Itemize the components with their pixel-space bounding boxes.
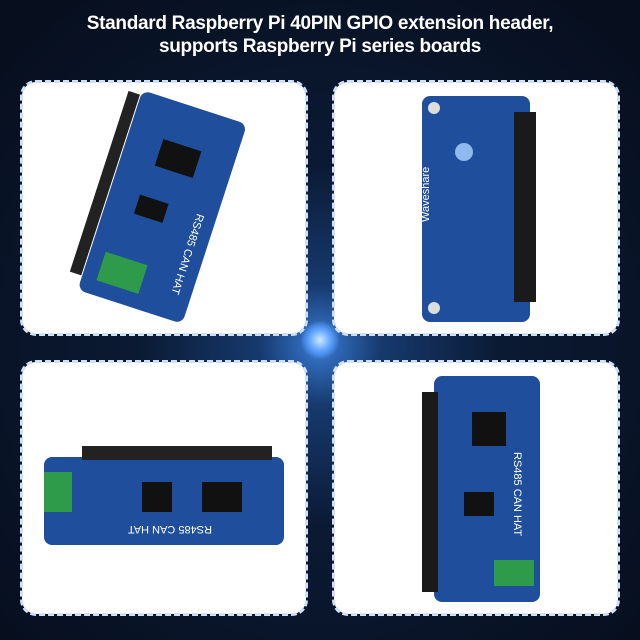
page-title: Standard Raspberry Pi 40PIN GPIO extensi… bbox=[0, 12, 640, 58]
board-label: RS485 CAN HAT bbox=[128, 523, 212, 535]
product-photo-front-horizontal: RS485 CAN HAT bbox=[20, 360, 308, 616]
title-line-2: supports Raspberry Pi series boards bbox=[158, 36, 482, 57]
product-photo-back: Waveshare bbox=[332, 80, 620, 336]
board-label: RS485 CAN HAT bbox=[511, 452, 523, 536]
brand-label: Waveshare bbox=[420, 167, 432, 222]
product-photo-angled-top: RS485 CAN HAT bbox=[20, 80, 308, 336]
title-line-1: Standard Raspberry Pi 40PIN GPIO extensi… bbox=[86, 13, 554, 34]
product-photo-front-vertical: RS485 CAN HAT bbox=[332, 360, 620, 616]
center-glow bbox=[300, 320, 340, 360]
